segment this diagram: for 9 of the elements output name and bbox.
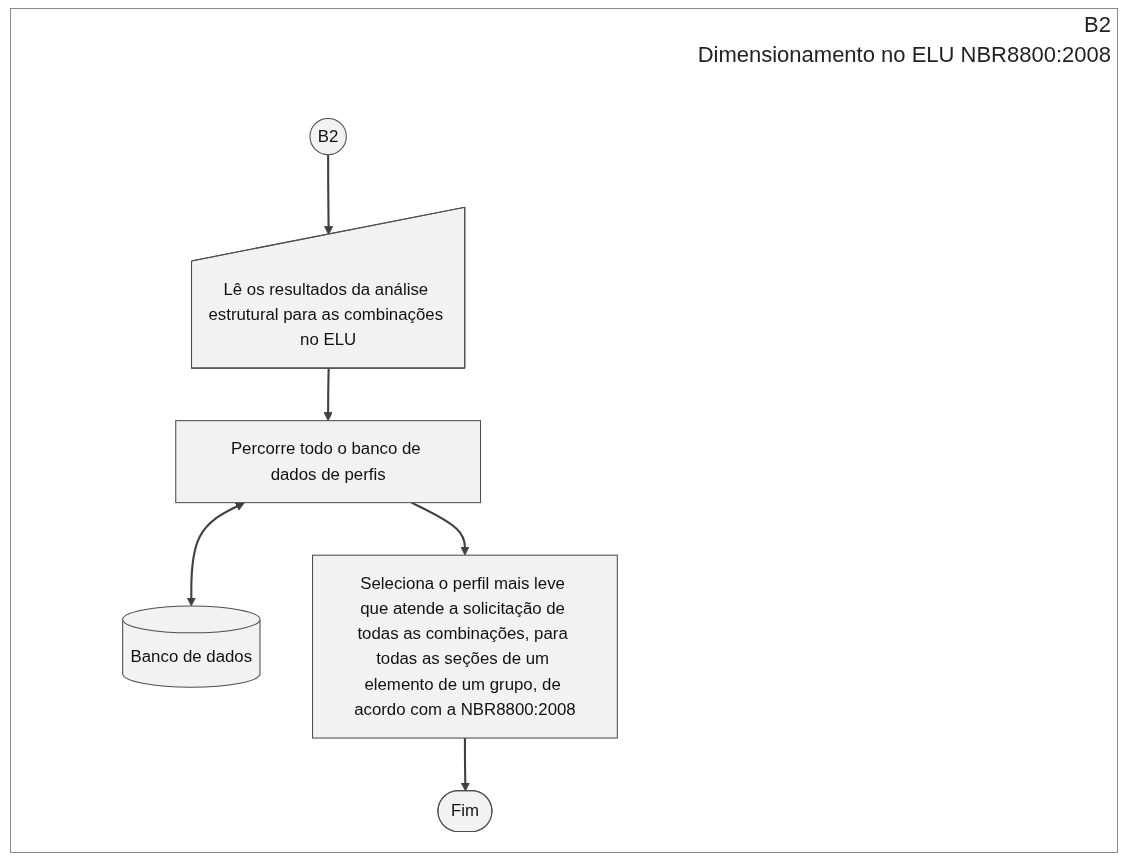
arrow bbox=[323, 368, 333, 422]
node-box: Seleciona o perfil mais leve que atende a solicitação de todas as combinações, para todas as seções de um elemento de um grupo, de acordo com a NBR8800:2008 bbox=[312, 554, 618, 739]
node-circle: B2 bbox=[309, 117, 347, 156]
node-box: Percorre todo o banco de dados de perfis bbox=[175, 420, 482, 504]
arrow bbox=[411, 501, 470, 556]
page-code: B2 bbox=[1083, 12, 1111, 38]
arrow bbox=[460, 738, 470, 792]
diagram-title: Dimensionamento no ELU NBR8800:2008 bbox=[697, 42, 1111, 68]
arrow bbox=[186, 502, 245, 607]
